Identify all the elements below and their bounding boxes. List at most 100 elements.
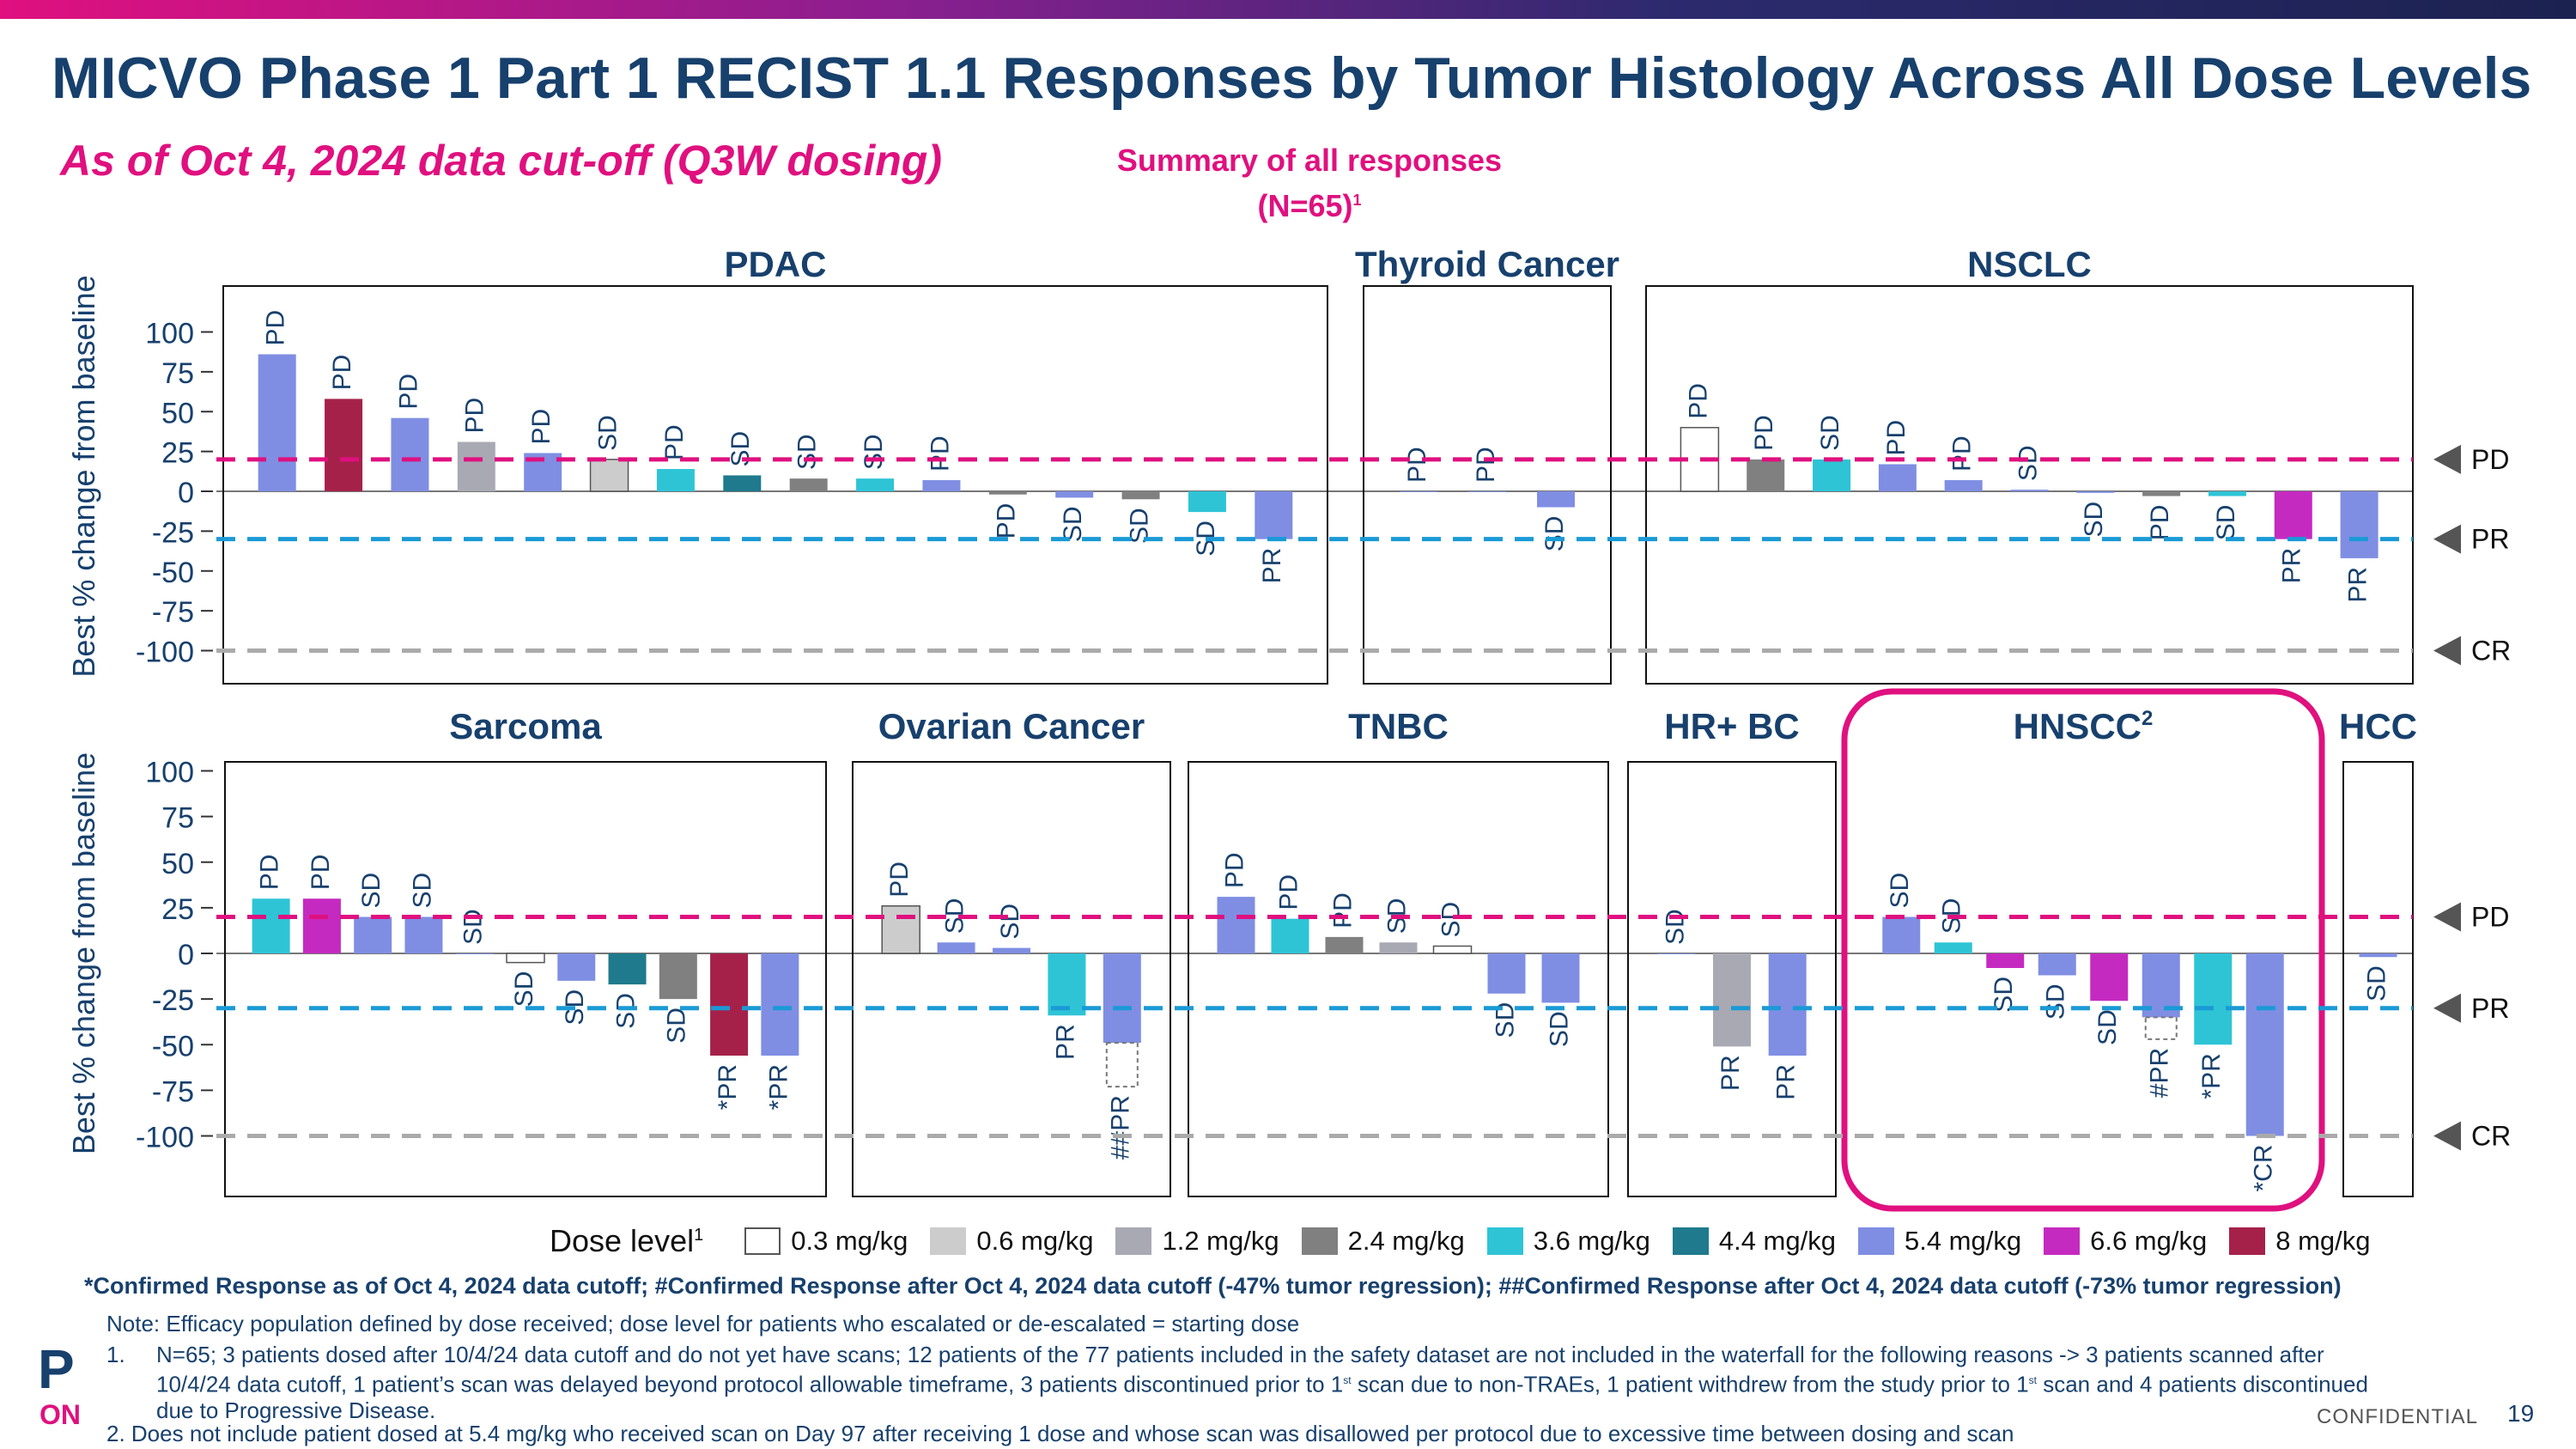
- bar-label: PD: [1472, 447, 1500, 483]
- bar: [258, 354, 296, 491]
- footnote-1-part-b: scan due to non-TRAEs, 1 patient withdre…: [1351, 1371, 2029, 1397]
- y-axis-title: Best % change from baseline: [66, 752, 101, 1154]
- bar: [1188, 491, 1226, 513]
- bar: [2340, 491, 2379, 558]
- logo-mark: P: [38, 1338, 75, 1400]
- legend-swatch: [1672, 1227, 1709, 1255]
- bar-label: PD: [2146, 505, 2174, 541]
- bar: [723, 475, 762, 491]
- bar-label: #PR: [2146, 1048, 2174, 1098]
- bar: [2090, 953, 2129, 1002]
- bar: [1400, 491, 1437, 492]
- panel-title: HCC: [2339, 706, 2417, 746]
- bar: [608, 953, 647, 985]
- footnote-2: 2. Does not include patient dosed at 5.4…: [106, 1421, 2014, 1446]
- y-tick-label: 25: [161, 437, 194, 470]
- panel-box: [1645, 285, 2414, 685]
- bar: [1048, 953, 1086, 1016]
- threshold-label: CR: [2471, 1121, 2511, 1152]
- bar: [1325, 936, 1364, 953]
- bar-label: PD: [461, 398, 489, 434]
- bar-label: PD: [1948, 435, 1977, 472]
- bar-label: SD: [663, 1008, 691, 1044]
- legend-swatch: [1301, 1227, 1338, 1255]
- bar-label: *PR: [2197, 1053, 2226, 1099]
- confirmed-response-footnote: *Confirmed Response as of Oct 4, 2024 da…: [84, 1273, 2342, 1299]
- bar-label: SD: [1437, 902, 1465, 938]
- bar-label: PR: [1258, 548, 1286, 584]
- bar-label: PD: [262, 310, 290, 346]
- bar: [1103, 953, 1141, 1044]
- footnote-1-part-c: scan and 4 patients discontinued due to …: [156, 1371, 2368, 1423]
- bar: [1713, 953, 1751, 1047]
- legend-item: 2.4 mg/kg: [1301, 1226, 1465, 1257]
- threshold-marker: [2433, 902, 2461, 932]
- logo-text: ON: [39, 1399, 81, 1430]
- bar-label: SD: [1540, 516, 1569, 552]
- y-tick-label: -25: [152, 984, 194, 1017]
- y-tick-label: 50: [161, 397, 194, 429]
- footnote-1-number: 1.: [106, 1342, 125, 1367]
- bar-label: SD: [793, 434, 822, 470]
- confidential-label: CONFIDENTIAL: [2317, 1405, 2479, 1428]
- legend-item: 6.6 mg/kg: [2044, 1226, 2207, 1257]
- bar: [1768, 953, 1807, 1056]
- threshold-marker: [2433, 636, 2461, 666]
- y-tick-label: 100: [145, 757, 194, 789]
- panel-hcc: HCC SD: [2339, 706, 2417, 1197]
- bar-label: SD: [2014, 445, 2042, 481]
- bar: [856, 478, 895, 491]
- y-tick-label: 75: [161, 802, 194, 835]
- bar: [881, 905, 920, 954]
- bar-label: SD: [2093, 1009, 2122, 1045]
- bar-label: PR: [1772, 1064, 1801, 1100]
- legend-item: 5.4 mg/kg: [1857, 1226, 2021, 1257]
- bar: [988, 491, 1027, 495]
- legend-swatch: [1857, 1227, 1894, 1255]
- y-tick-label: 50: [161, 848, 194, 880]
- panel-title-sup: 2: [2142, 707, 2153, 730]
- bar: [1487, 953, 1526, 994]
- legend-label: 6.6 mg/kg: [2090, 1226, 2208, 1256]
- bar-label: SD: [2042, 984, 2070, 1020]
- legend-item: 4.4 mg/kg: [1672, 1226, 1836, 1257]
- legend-swatch: [2044, 1227, 2081, 1255]
- bar-label: PD: [885, 861, 914, 898]
- legend-item: 1.2 mg/kg: [1115, 1226, 1279, 1257]
- bar: [1379, 942, 1418, 953]
- bar: [1121, 491, 1160, 500]
- y-tick-label: 0: [178, 477, 194, 509]
- legend-label: 8 mg/kg: [2275, 1226, 2371, 1256]
- bar: [937, 942, 975, 953]
- y-tick-label: -100: [136, 636, 194, 669]
- bar-label: SD: [611, 993, 640, 1029]
- panel-title: PDAC: [724, 244, 826, 284]
- bar-label: PD: [527, 409, 556, 445]
- bar: [1255, 491, 1293, 539]
- page-number: 19: [2507, 1400, 2535, 1427]
- panel-box: [1627, 761, 1837, 1197]
- page-subtitle: As of Oct 4, 2024 data cut-off (Q3W dosi…: [60, 137, 942, 185]
- legend-label: 0.3 mg/kg: [791, 1226, 908, 1256]
- panel-title: Thyroid Cancer: [1355, 244, 1619, 284]
- bar: [710, 953, 749, 1056]
- bar: [2076, 491, 2115, 493]
- bar-label: PD: [1684, 383, 1712, 419]
- panel-title: HNSCC2: [2014, 706, 2154, 746]
- y-tick-label: -50: [152, 1030, 194, 1062]
- bar-label: PD: [660, 424, 689, 460]
- summary-line-1: Summary of all responses: [1116, 143, 1503, 178]
- bar-label: SD: [2362, 965, 2391, 1002]
- panel-title: HR+ BC: [1664, 706, 1800, 746]
- bar: [252, 898, 290, 953]
- bar: [1217, 897, 1255, 953]
- threshold-label: PD: [2471, 444, 2509, 475]
- bar-label: PD: [1220, 852, 1249, 888]
- bar: [1986, 953, 2025, 968]
